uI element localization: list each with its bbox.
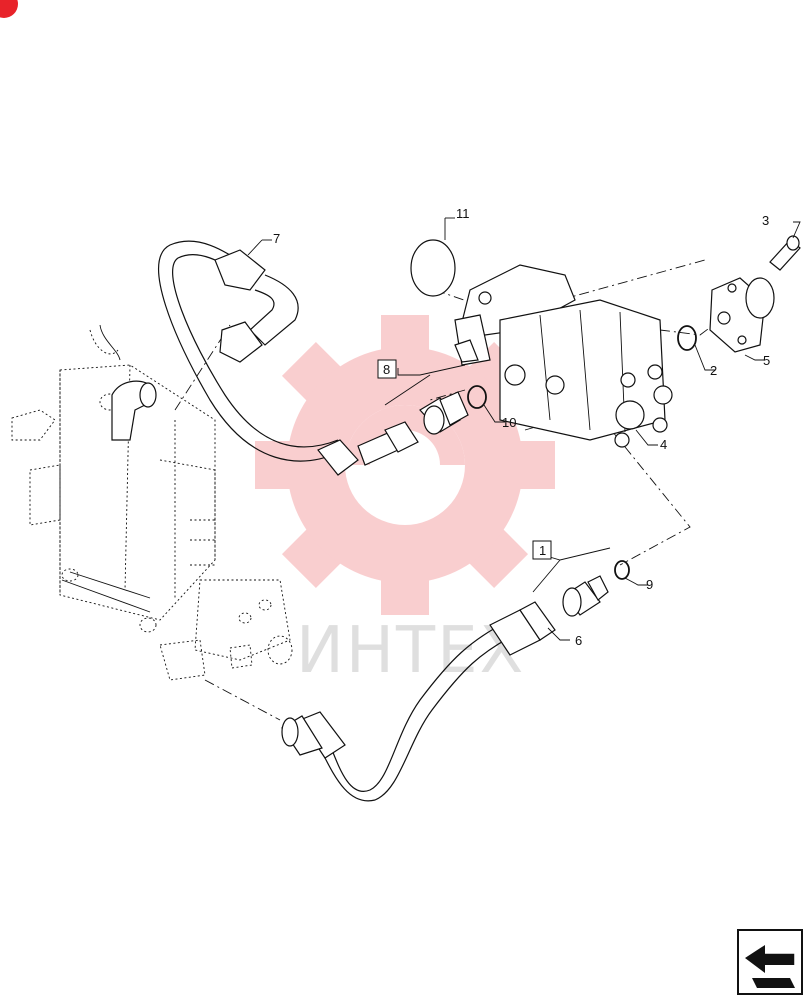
- o-ring-10: [467, 385, 487, 409]
- flange-fitting: [709, 277, 775, 353]
- callout-1: 1: [539, 543, 546, 558]
- hydraulic-pump: [454, 264, 673, 448]
- o-ring-2: [677, 325, 697, 351]
- red-badge-icon: [0, 0, 18, 18]
- callout-4: 4: [660, 437, 667, 452]
- callout-11: 11: [456, 206, 470, 221]
- callout-10: 10: [502, 415, 516, 430]
- callout-box-1: [532, 540, 552, 560]
- callout-box-8: [377, 359, 397, 379]
- callout-3: 3: [762, 213, 769, 228]
- callout-6: 6: [575, 633, 582, 648]
- control-valve-assembly: [11, 324, 293, 681]
- callout-8: 8: [383, 362, 390, 377]
- hose-lower: [281, 601, 556, 802]
- previous-page-arrow-icon[interactable]: [737, 929, 803, 995]
- adapter-fitting-lower: [562, 575, 609, 617]
- bolt: [769, 235, 801, 271]
- callout-9: 9: [646, 577, 653, 592]
- watermark-text: ИНТЕХ: [296, 614, 525, 688]
- callout-7: 7: [273, 231, 280, 246]
- callout-5: 5: [763, 353, 770, 368]
- callout-2: 2: [710, 363, 717, 378]
- o-ring-large: [410, 239, 456, 297]
- adapter-fitting-upper: [419, 391, 469, 435]
- hose-upper: [158, 240, 419, 476]
- o-ring-9: [614, 560, 630, 580]
